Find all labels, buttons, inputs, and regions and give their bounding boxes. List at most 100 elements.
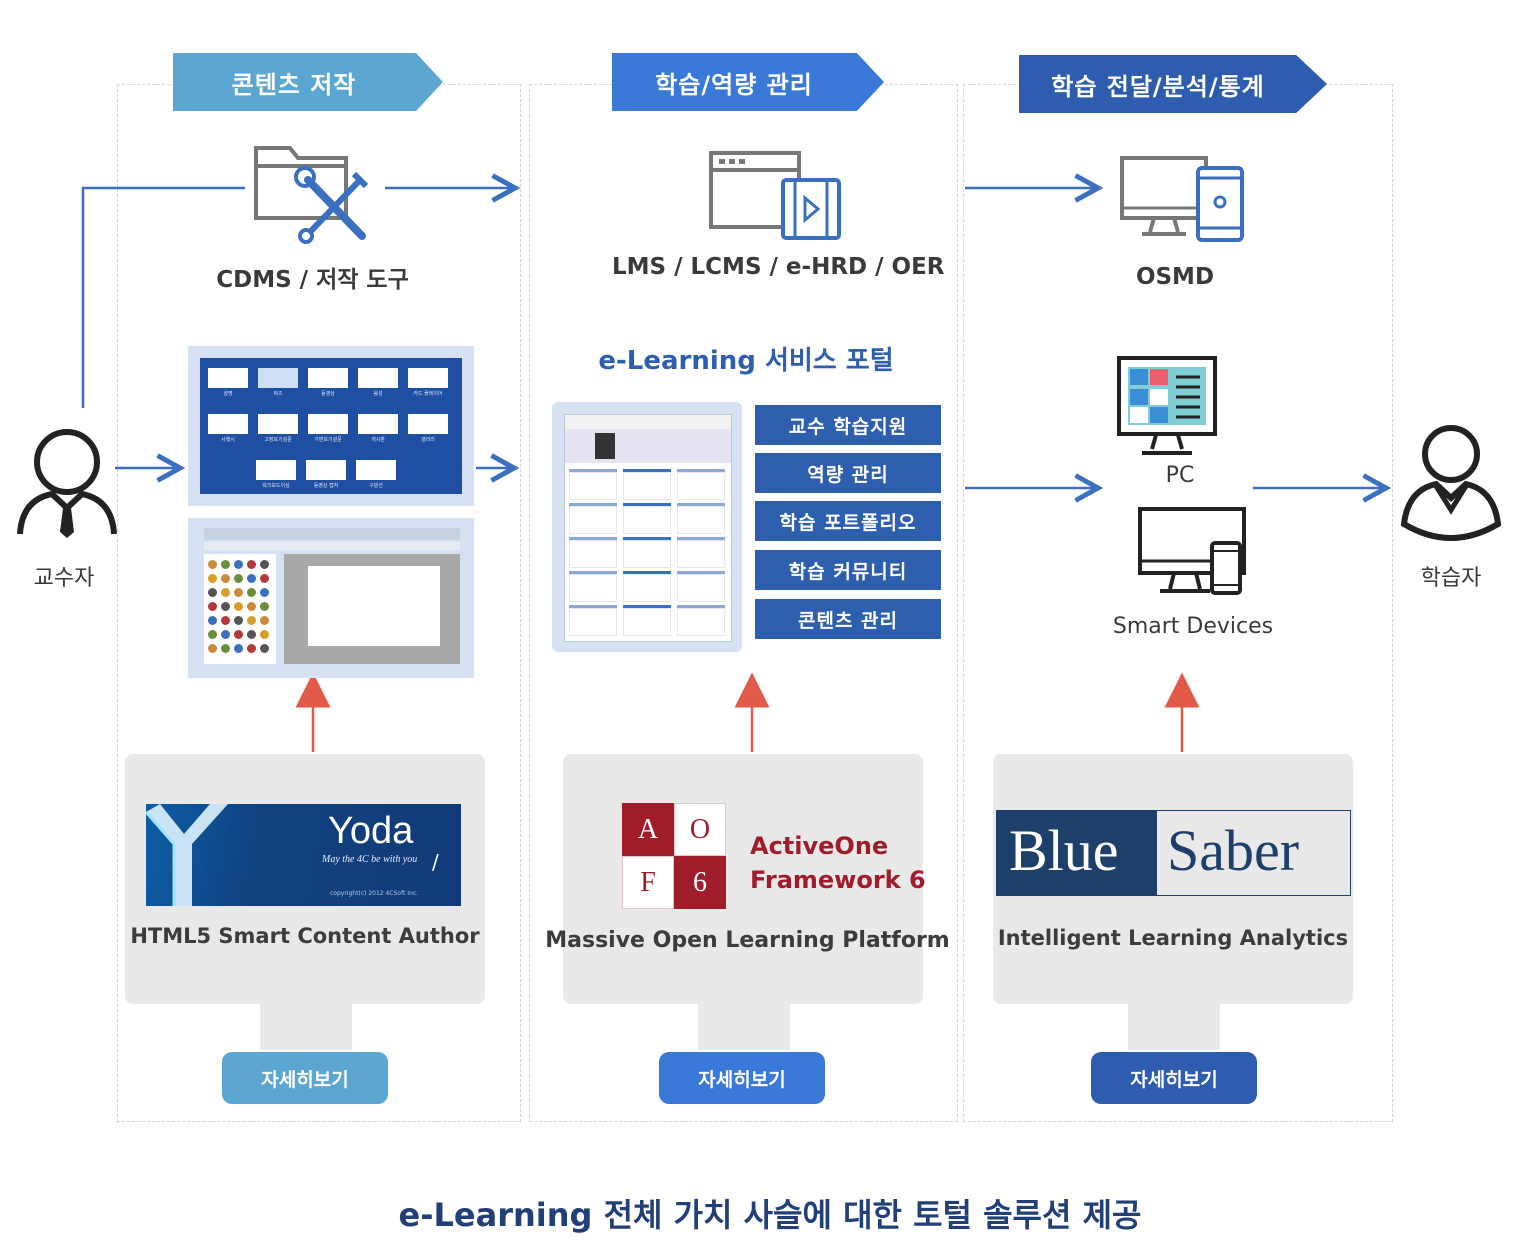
author-grid-tile-label: 가변보기설문 [314,437,342,443]
clipart-thumb [208,616,217,625]
yoda-tagline: May the 4C be with you [322,854,418,865]
footer-headline: e-Learning 전체 가치 사슬에 대한 토털 솔루션 제공 [398,1196,1142,1234]
clipart-thumb [221,616,230,625]
clipart-panel [204,554,276,664]
clipart-thumb [208,630,217,639]
clipart-thumb [260,644,269,653]
portal-widget [677,469,725,500]
author-grid-tile [358,414,398,434]
portal-menu-community[interactable]: 학습 커뮤니티 [755,550,941,590]
teacher-to-cdms-line [81,186,245,408]
author-grid-tile-label: 게시판 [371,437,385,443]
portal-widget [677,605,725,636]
cdms-label: CDMS / 저작 도구 [216,267,409,293]
clipart-thumb [247,630,256,639]
yoda-logo: Yoda May the 4C be with you / copyright(… [146,804,461,906]
author-grid-tile [408,414,448,434]
author-grid-tile-label: 구분선 [369,483,383,489]
yoda-more-button[interactable]: 자세히보기 [222,1052,388,1104]
activeone-tile-f: F [622,856,674,909]
activeone-more-button[interactable]: 자세히보기 [659,1052,825,1104]
yoda-slash: / [432,850,439,874]
author-grid-tile [308,414,348,434]
portal-menu-teaching-support[interactable]: 교수 학습지원 [755,405,941,445]
clipart-thumb [234,644,243,653]
clipart-thumb [221,574,230,583]
clipart-thumb [221,644,230,653]
clipart-thumb [234,616,243,625]
activeone-caption: Massive Open Learning Platform [545,928,950,953]
yoda-y-mark [146,804,228,906]
portal-menu-portfolio[interactable]: 학습 포트폴리오 [755,501,941,541]
activeone-monitor-stand [698,1004,790,1050]
clipart-thumb [247,574,256,583]
clipart-thumb [260,588,269,597]
activeone-tile-6: 6 [674,856,726,909]
activeone-tile-a: A [622,803,674,856]
pc-label: PC [1165,463,1195,488]
learner-icon [1400,425,1502,541]
portal-widget [569,571,617,602]
clipart-thumb [260,602,269,611]
portal-widgets [565,463,731,641]
author-grid-tile-label: 카드 플레이어 [413,391,443,397]
clipart-thumb [234,588,243,597]
author-grid-tile-label: 음성 [373,391,383,397]
activeone-name-line2: Framework 6 [750,866,926,894]
activeone-name-line1: ActiveOne [750,832,889,860]
activeone-tile-o: O [674,803,726,856]
clipart-thumb [208,602,217,611]
clipart-thumb [208,574,217,583]
portal-widget [623,571,671,602]
clipart-thumb [234,630,243,639]
teacher-icon [17,429,117,538]
banner-content-authoring: 콘텐츠 저작 [173,53,443,111]
portal-widget [569,537,617,568]
author-grid-tile-label: 동영상 캡처 [313,483,339,489]
portal-menu-competency[interactable]: 역량 관리 [755,453,941,493]
monitor-phone-icon [1120,156,1244,242]
bluesaber-word-blue: Blue [1009,818,1119,883]
clipart-thumb [260,616,269,625]
author-grid-tile [208,368,248,388]
bluesaber-caption: Intelligent Learning Analytics [997,926,1349,950]
clipart-thumb [221,602,230,611]
author-grid-tile [258,368,298,388]
yoda-caption: HTML5 Smart Content Author [130,924,480,948]
clipart-thumb [247,616,256,625]
clipart-thumb [208,588,217,597]
pc-icon [1117,356,1217,455]
clipart-thumb [221,630,230,639]
portal-widget [569,605,617,636]
author-grid-tile-label: 고정보기설문 [264,437,292,443]
clipart-thumb [260,574,269,583]
portal-widget [623,537,671,568]
clipart-thumb [234,560,243,569]
learner-label: 학습자 [1420,566,1482,591]
author-grid-tile [256,460,296,480]
clipart-thumb [260,630,269,639]
lms-label: LMS / LCMS / e-HRD / OER [612,254,945,280]
folder-tools-icon [254,146,369,244]
clipart-thumb [247,644,256,653]
portal-widget [569,503,617,534]
author-grid-tile-label: 워크보드이상 [262,483,290,489]
author-editor-screenshot [188,518,474,678]
portal-menu-content[interactable]: 콘텐츠 관리 [755,599,941,639]
clipart-thumb [221,560,230,569]
portal-screenshot [552,402,742,652]
banner-learning-management: 학습/역량 관리 [612,53,884,111]
author-grid-tile [208,414,248,434]
author-grid-tile-label: 갤러리 [421,437,435,443]
clipart-thumb [260,560,269,569]
clipart-thumb [221,588,230,597]
yoda-copyright: copyright(c) 2012 4CSoft Inc. [330,890,419,897]
author-grid-tile-label: 퀴즈 [273,391,283,397]
portal-widget [569,469,617,500]
bluesaber-word-saber: Saber [1167,818,1300,883]
author-grid-tile-label: 동영상 [321,391,335,397]
portal-widget [623,503,671,534]
bluesaber-more-button[interactable]: 자세히보기 [1091,1052,1257,1104]
